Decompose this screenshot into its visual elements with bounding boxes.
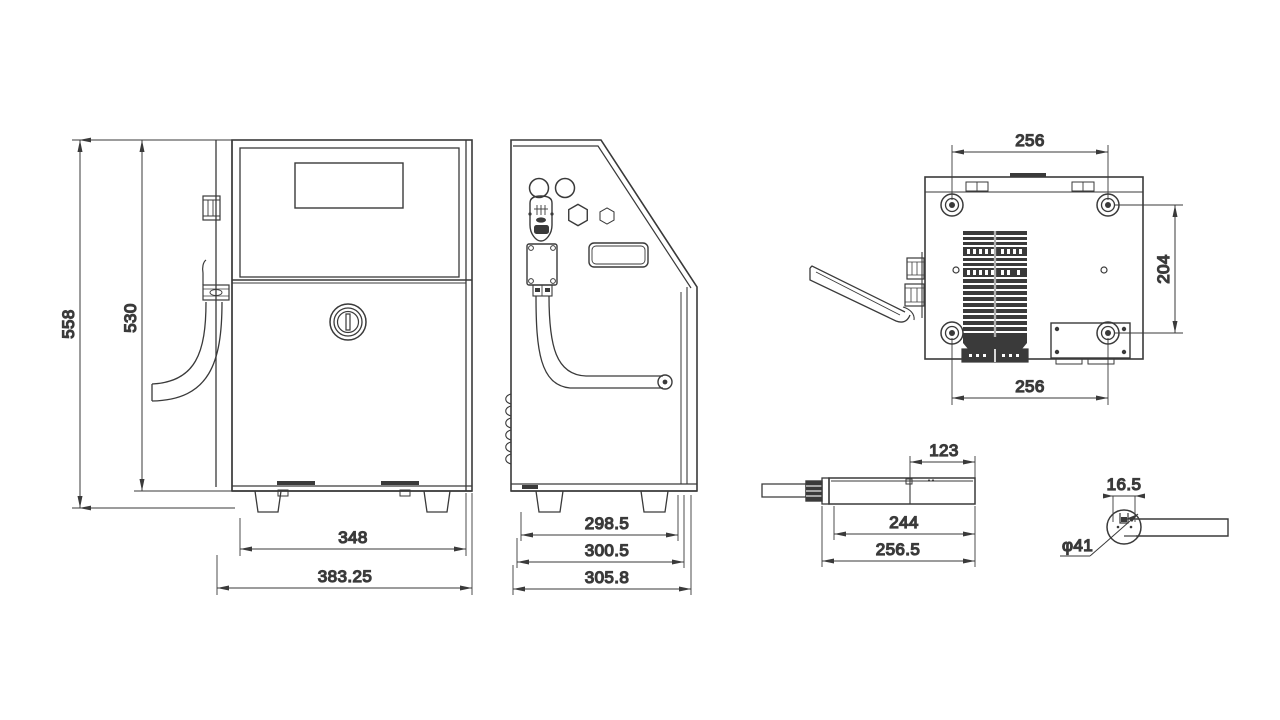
side-umbilical-hose xyxy=(535,295,673,390)
dim-label-123: 123 xyxy=(929,441,959,460)
top-umbilical-arm xyxy=(809,265,915,323)
side-main-connector xyxy=(528,195,554,242)
side-view: 298.5 300.5 30 xyxy=(505,139,698,595)
dimension-top-width-upper: 256 xyxy=(951,130,1109,200)
front-power-lock xyxy=(329,303,367,341)
printhead-ferrule xyxy=(805,477,830,505)
dimension-side-depth-2: 300.5 xyxy=(516,495,685,568)
printhead-body xyxy=(828,477,976,505)
dimension-front-height-body: 530 xyxy=(120,140,235,492)
top-view: 256 256 204 xyxy=(809,130,1183,405)
dim-label-204: 204 xyxy=(1154,254,1173,284)
dim-label-244: 244 xyxy=(889,513,919,532)
front-umbilical-hose xyxy=(151,301,223,402)
dimension-front-height-overall: 558 xyxy=(58,137,235,511)
top-heatsink-fins xyxy=(961,231,1029,363)
printhead-detail-view: φ41 16.5 xyxy=(1060,474,1229,557)
dim-label-256-top: 256 xyxy=(1015,131,1045,150)
side-round-ports xyxy=(528,177,576,199)
dim-label-558: 558 xyxy=(59,309,78,339)
printhead-umbilical-tail xyxy=(761,483,807,498)
side-base-feet xyxy=(511,485,697,513)
printhead-view: 123 244 256.5 xyxy=(761,440,976,567)
dimension-side-depth-3: 305.8 xyxy=(512,495,692,595)
side-gland-block xyxy=(526,243,558,297)
dimension-detail-16-5: 16.5 xyxy=(1103,474,1145,522)
front-view: 558 530 348 xyxy=(58,137,473,595)
dimension-front-width-overall: 383.25 xyxy=(216,493,473,595)
top-sub-plate xyxy=(1050,322,1131,359)
dim-label-348: 348 xyxy=(338,528,368,547)
front-umbilical-conduit xyxy=(202,140,233,491)
dimension-printhead-244: 244 xyxy=(833,506,976,540)
front-base-feet xyxy=(232,481,472,513)
dimension-top-width-lower: 256 xyxy=(951,338,1109,405)
dimension-top-height: 204 xyxy=(1114,204,1183,334)
side-vent-slots xyxy=(505,393,512,465)
side-hex-fittings xyxy=(568,203,615,227)
top-side-connectors xyxy=(904,252,925,318)
dimension-printhead-256-5: 256.5 xyxy=(821,506,976,567)
detail-leader-phi41: φ41 xyxy=(1060,513,1139,557)
side-cabinet-body xyxy=(510,139,698,492)
top-cabinet-outline xyxy=(924,173,1144,365)
dimension-printhead-123: 123 xyxy=(909,440,976,478)
dim-label-256-5: 256.5 xyxy=(876,540,921,559)
side-label-plate xyxy=(588,242,649,268)
dim-label-16-5: 16.5 xyxy=(1107,475,1142,494)
dim-label-256-bottom: 256 xyxy=(1015,377,1045,396)
dim-label-300-5: 300.5 xyxy=(585,541,630,560)
dim-label-298-5: 298.5 xyxy=(585,514,630,533)
dim-label-phi41: φ41 xyxy=(1062,536,1093,555)
front-display-screen xyxy=(294,162,404,209)
dim-label-530: 530 xyxy=(121,303,140,333)
front-cabinet-body xyxy=(231,139,473,492)
dimension-front-width-body: 348 xyxy=(239,493,467,556)
dim-label-305-8: 305.8 xyxy=(585,568,630,587)
dim-label-383-25: 383.25 xyxy=(318,567,372,586)
dimension-side-depth-1: 298.5 xyxy=(520,495,679,541)
